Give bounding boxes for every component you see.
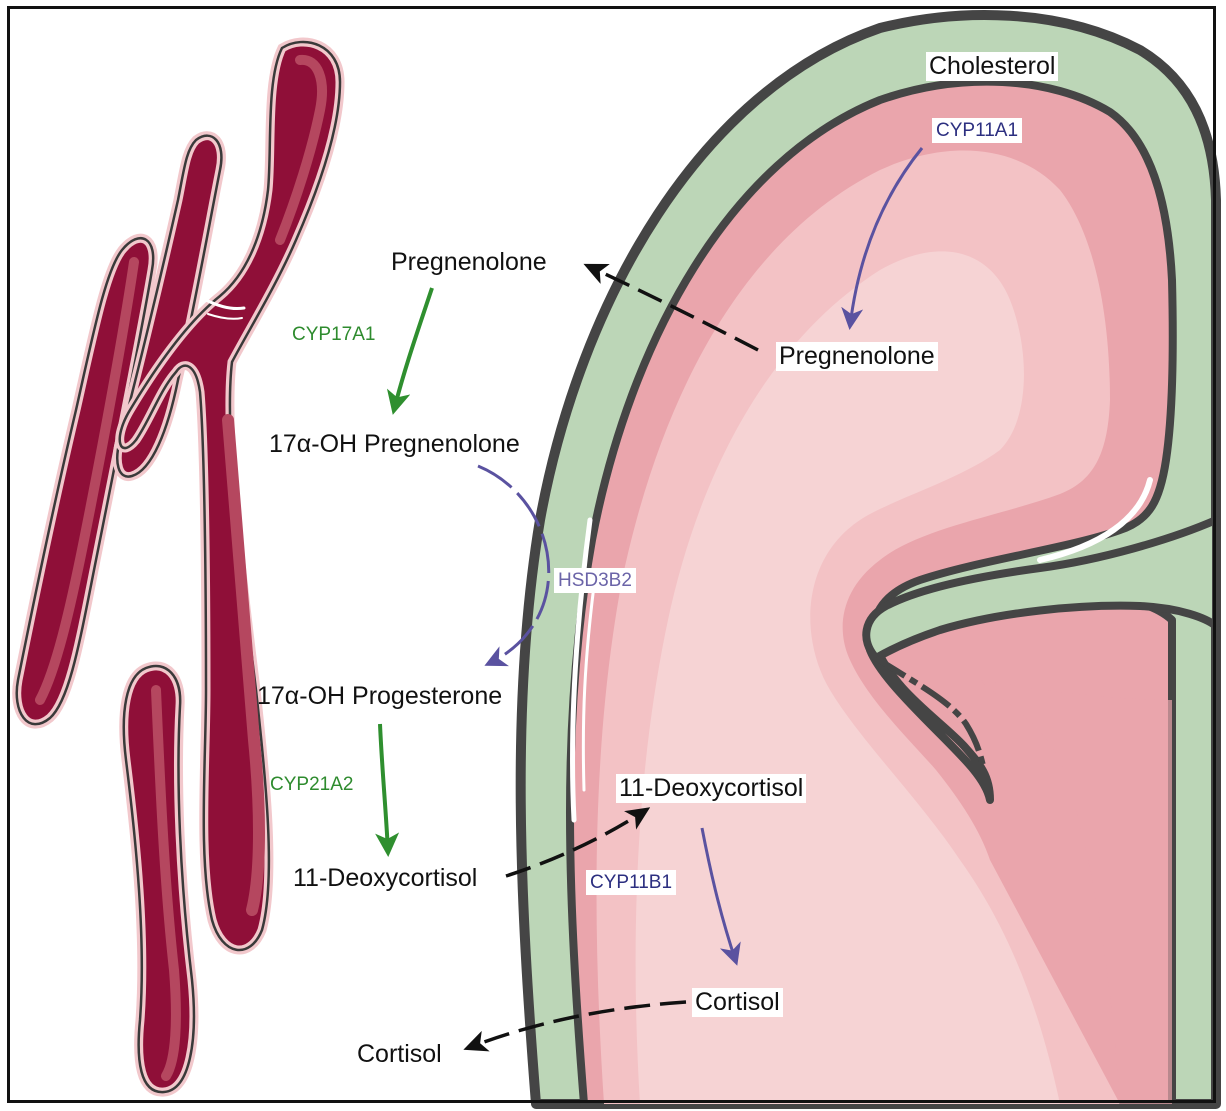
molecule-17oh-progesterone: 17α-OH Progesterone xyxy=(254,682,505,711)
enzyme-cyp17a1: CYP17A1 xyxy=(288,322,379,347)
molecule-11-deoxycortisol-er: 11-Deoxycortisol xyxy=(290,864,480,893)
arrow-cyp21a2 xyxy=(380,724,388,852)
enzyme-cyp21a2: CYP21A2 xyxy=(266,772,357,797)
molecule-17oh-pregnenolone: 17α-OH Pregnenolone xyxy=(266,430,523,459)
molecule-cholesterol: Cholesterol xyxy=(926,52,1058,81)
mitochondrion xyxy=(521,15,1216,1104)
molecule-11-deoxycortisol-mito: 11-Deoxycortisol xyxy=(616,774,806,803)
enzyme-cyp11b1: CYP11B1 xyxy=(586,870,676,895)
molecule-pregnenolone-mito: Pregnenolone xyxy=(776,342,938,371)
arrow-cyp17a1 xyxy=(394,288,432,410)
molecule-cortisol-out: Cortisol xyxy=(354,1040,445,1069)
enzyme-cyp11a1: CYP11A1 xyxy=(932,118,1022,143)
enzyme-hsd3b2: HSD3B2 xyxy=(554,568,636,593)
er-tubule-1 xyxy=(17,238,153,724)
endoplasmic-reticulum xyxy=(17,42,340,1092)
molecule-cortisol-mito: Cortisol xyxy=(692,988,783,1017)
molecule-pregnenolone-er: Pregnenolone xyxy=(388,248,550,277)
